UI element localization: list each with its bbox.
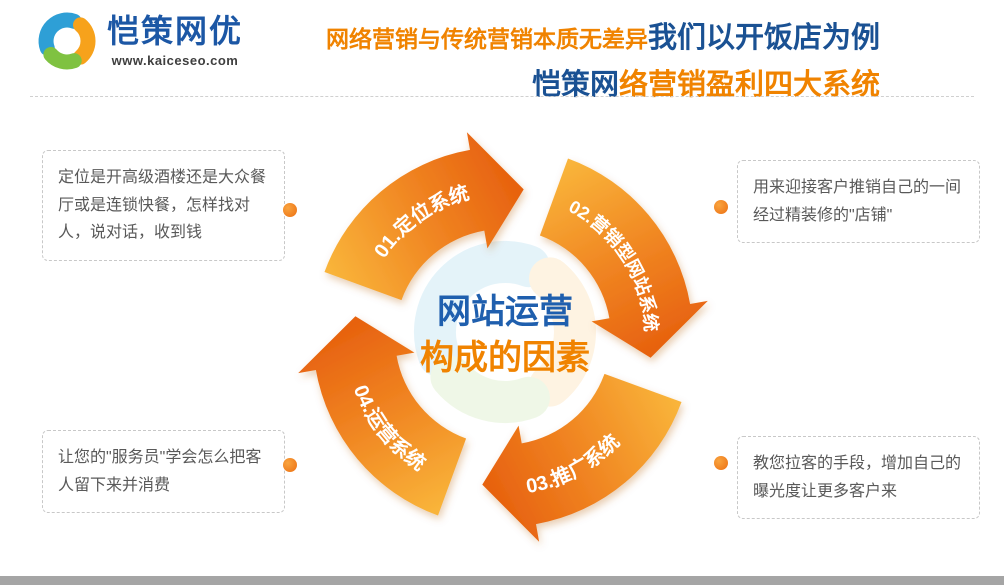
cycle-diagram: 01.定位系统 02.营销型网站系统 03.推广系统 04.运营系统 网站运营 …	[298, 132, 708, 542]
headline: 网络营销与传统营销本质无差异我们以开饭店为例 恺策网络营销盈利四大系统	[326, 14, 880, 103]
logo-text: 恺策网优	[107, 13, 244, 50]
callout-operations: 让您的"服务员"学会怎么把客人留下来并消费	[42, 430, 285, 514]
headline-line1-orange: 网络营销与传统营销本质无差异	[325, 26, 648, 52]
center-title-line1: 网站运营	[437, 293, 573, 331]
callout-positioning: 定位是开高级酒楼还是大众餐厅或是连锁快餐，怎样找对人，说对话，收到钱	[42, 150, 285, 261]
divider	[30, 96, 974, 97]
callout-promotion: 教您拉客的手段，增加自己的曝光度让更多客户来	[737, 436, 980, 520]
logo-text-block: 恺策网优 www.kaiceseo.com	[107, 13, 244, 68]
logo: 恺策网优 www.kaiceseo.com	[36, 10, 243, 72]
headline-line1-blue: 我们以开饭店为例	[647, 22, 880, 54]
callout-marketing-website: 用来迎接客户推销自己的一间经过精装修的"店铺"	[737, 160, 980, 244]
center-watermark-icon	[414, 241, 596, 423]
logo-url: www.kaiceseo.com	[111, 52, 239, 68]
connector-dot-icon	[283, 203, 297, 217]
connector-dot-icon	[714, 200, 728, 214]
headline-line1: 网络营销与传统营销本质无差异我们以开饭店为例	[326, 14, 880, 56]
bottom-bar	[0, 576, 1004, 585]
connector-dot-icon	[283, 458, 297, 472]
headline-line2: 恺策网络营销盈利四大系统	[326, 61, 880, 103]
headline-line2-orange: 络营销盈利四大系统	[618, 69, 880, 101]
connector-dot-icon	[714, 456, 728, 470]
headline-line2-blue: 恺策网	[531, 69, 619, 101]
center-title-line2: 构成的因素	[420, 339, 590, 377]
logo-swirl-icon	[38, 12, 96, 70]
